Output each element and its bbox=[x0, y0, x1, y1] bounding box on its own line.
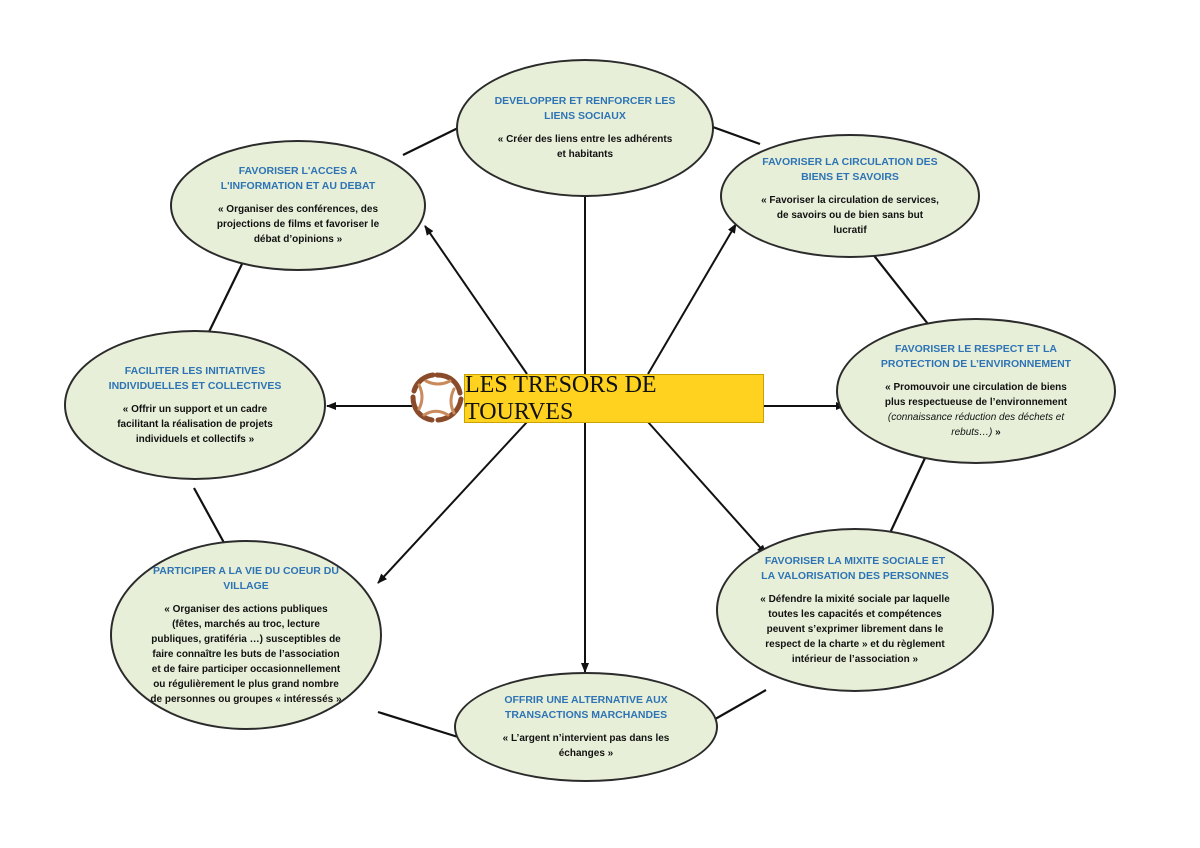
ring-line-top-topright bbox=[709, 124, 761, 146]
node-liens-sociaux: DEVELOPPER ET RENFORCER LES LIENS SOCIAU… bbox=[456, 59, 714, 197]
ring-line-right-bottomright bbox=[889, 457, 926, 534]
node-desc: « Offrir un support et un cadre facilita… bbox=[117, 403, 273, 445]
node-desc: « Organiser des actions publiques (fêtes… bbox=[150, 603, 342, 705]
node-desc: « Organiser des conférences, des project… bbox=[216, 204, 380, 245]
node-alternative-marchande: OFFRIR UNE ALTERNATIVE AUX TRANSACTIONS … bbox=[454, 672, 718, 782]
node-title: FAVORISER L'ACCES A L'INFORMATION ET AU … bbox=[220, 165, 376, 192]
node-mixite-sociale: FAVORISER LA MIXITE SOCIALE ET LA VALORI… bbox=[716, 528, 994, 692]
node-initiatives: FACILITER LES INITIATIVES INDIVIDUELLES … bbox=[64, 330, 326, 480]
ring-line-bottom-bottomleft bbox=[377, 710, 459, 739]
ring-line-bottomright-bottom bbox=[709, 689, 767, 723]
node-desc: « Défendre la mixité sociale par laquell… bbox=[760, 593, 950, 665]
ring-line-bottomleft-left bbox=[193, 487, 229, 551]
node-acces-information: FAVORISER L'ACCES A L'INFORMATION ET AU … bbox=[170, 140, 426, 271]
node-title: DEVELOPPER ET RENFORCER LES LIENS SOCIAU… bbox=[494, 95, 676, 122]
ring-line-topleft-top bbox=[402, 127, 459, 156]
node-desc: « Promouvoir une circulation de biens pl… bbox=[876, 380, 1076, 440]
arrow-to-top-right bbox=[647, 223, 737, 375]
node-title: FAVORISER LA CIRCULATION DES BIENS ET SA… bbox=[762, 155, 938, 183]
node-desc-end: » bbox=[995, 427, 1001, 438]
linked-hands-logo-icon bbox=[410, 372, 464, 423]
node-title: OFFRIR UNE ALTERNATIVE AUX TRANSACTIONS … bbox=[504, 694, 668, 721]
node-title: FACILITER LES INITIATIVES INDIVIDUELLES … bbox=[108, 364, 282, 392]
node-desc: « L’argent n’intervient pas dans les éch… bbox=[502, 733, 670, 759]
node-desc-italic: (connaissance réduction des déchets et r… bbox=[887, 412, 1065, 438]
node-vie-village: PARTICIPER A LA VIE DU COEUR DU VILLAGE … bbox=[110, 540, 382, 730]
arrow-to-bottom-left bbox=[377, 421, 528, 584]
node-circulation-biens: FAVORISER LA CIRCULATION DES BIENS ET SA… bbox=[720, 134, 980, 258]
node-desc-main: « Promouvoir une circulation de biens pl… bbox=[884, 382, 1068, 408]
center-title: LES TRESORS DE TOURVES bbox=[464, 372, 764, 425]
ring-line-left-topleft bbox=[205, 263, 243, 339]
ring-line-topright-right bbox=[867, 247, 929, 325]
arrow-to-top-left bbox=[424, 225, 528, 375]
node-desc: « Créer des liens entre les adhérents et… bbox=[497, 134, 673, 160]
node-environnement: FAVORISER LE RESPECT ET LA PROTECTION DE… bbox=[836, 318, 1116, 464]
arrow-to-bottom-right bbox=[647, 421, 767, 555]
node-title: FAVORISER LE RESPECT ET LA PROTECTION DE… bbox=[880, 343, 1072, 370]
node-title: PARTICIPER A LA VIE DU COEUR DU VILLAGE bbox=[153, 564, 339, 592]
node-title: FAVORISER LA MIXITE SOCIALE ET LA VALORI… bbox=[761, 554, 949, 582]
node-desc: « Favoriser la circulation de services, … bbox=[761, 194, 939, 236]
